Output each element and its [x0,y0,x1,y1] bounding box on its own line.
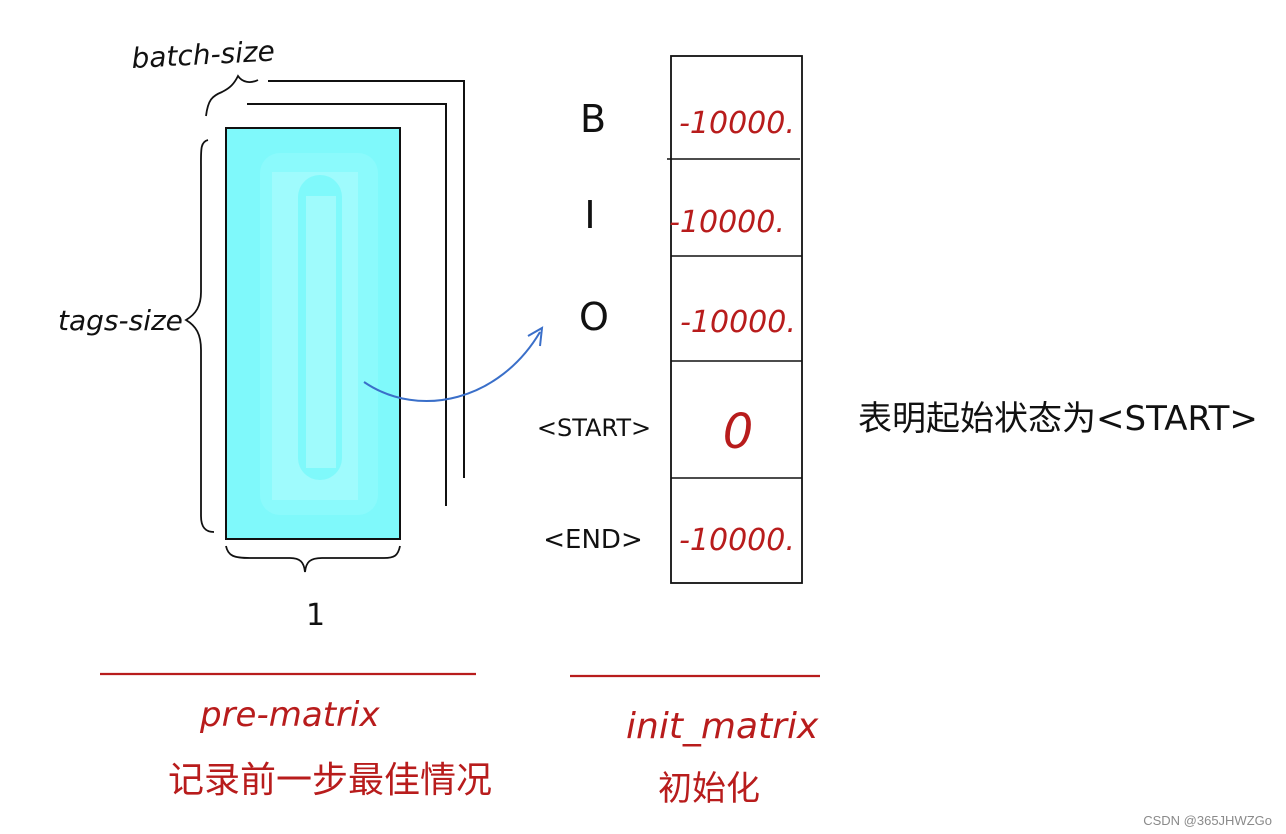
row-value-i: -10000. [669,205,785,240]
watermark: CSDN @365JHWZGo [1143,813,1272,828]
row-value-o: -10000. [680,305,796,340]
row-tag-b: B [580,97,606,141]
start-state-note: 表明起始状态为<START> [858,399,1258,439]
batch-frame-middle [247,103,447,506]
batch-brace [205,74,259,117]
row-tag-end: <END> [543,525,642,555]
row-tag-start: <START> [537,414,651,442]
width-label: 1 [306,598,325,633]
row-value-end: -10000. [679,523,795,558]
pre-matrix-title: pre-matrix [199,695,380,735]
tags-size-label: tags-size [58,304,183,337]
init-matrix-border [670,55,803,584]
batch-size-label: batch-size [131,35,276,75]
row-value-b: -10000. [679,106,795,141]
row-tag-o: O [579,295,609,339]
width-brace [225,545,401,573]
batch-frame-back [268,80,465,478]
tensor-column-core [306,196,336,468]
mapping-arrow-head [527,326,544,347]
tags-brace [184,139,215,533]
row-value-start: 0 [723,404,754,460]
init-matrix-subtitle: 初始化 [658,769,760,809]
init-matrix-title: init_matrix [626,706,819,747]
mapping-arrow [363,331,541,402]
row-tag-i: I [584,193,595,237]
pre-matrix-subtitle: 记录前一步最佳情况 [168,760,492,801]
